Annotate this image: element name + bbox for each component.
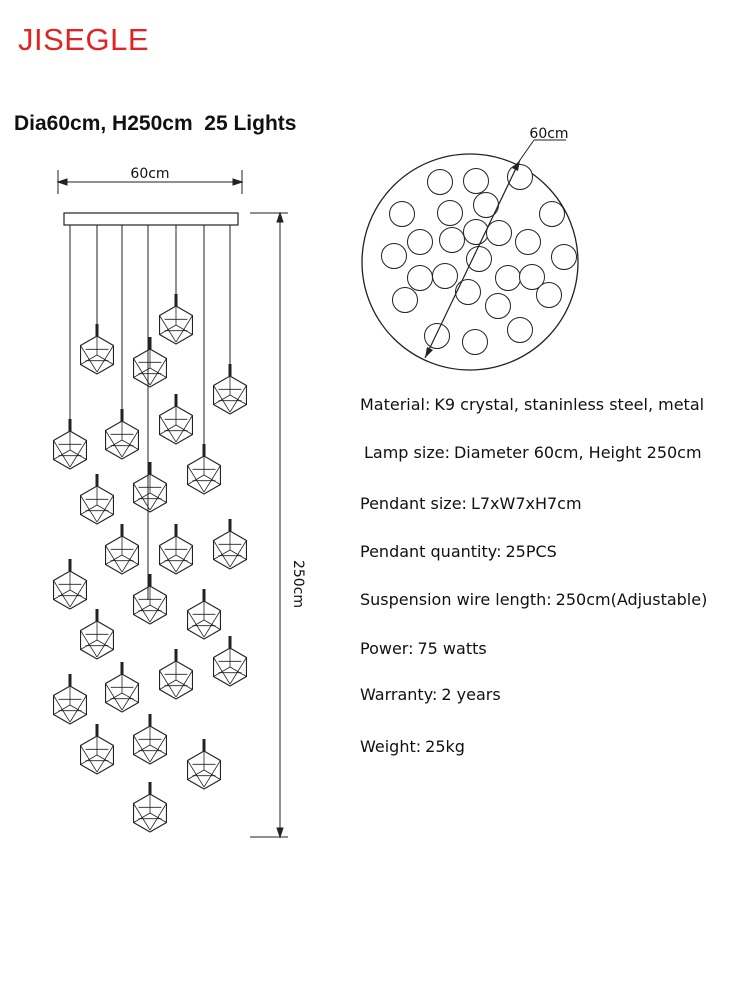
top-view-pendant	[507, 164, 533, 190]
width-label: 60cm	[130, 166, 169, 182]
top-view-pendant	[462, 329, 488, 355]
top-view-pendant	[407, 229, 433, 255]
spec-key: Warranty:	[360, 685, 438, 704]
top-view-pendant	[389, 201, 415, 227]
crystal-pendant	[132, 782, 168, 833]
spec-value: L7xW7xH7cm	[470, 494, 582, 513]
top-view-pendant	[455, 279, 481, 305]
crystal-pendant	[158, 394, 194, 445]
spec-value: 250cm(Adjustable)	[555, 590, 708, 609]
pendant-group	[52, 294, 248, 833]
crystal-pendant	[79, 724, 115, 775]
top-view-pendant	[519, 264, 545, 290]
height-label: 250cm	[290, 560, 306, 608]
spec-key: Suspension wire length:	[360, 590, 552, 609]
crystal-pendant	[132, 462, 168, 513]
top-view-pendant	[407, 265, 433, 291]
brand-logo: JISEGLE	[18, 22, 149, 57]
top-view-pendant	[437, 200, 463, 226]
top-view-pendant	[463, 168, 489, 194]
crystal-pendant	[212, 519, 248, 570]
product-title: Dia60cm, H250cm 25 Lights	[14, 112, 297, 135]
crystal-pendant	[132, 337, 168, 388]
spec-key: Weight:	[360, 737, 422, 756]
crystal-pendant	[212, 364, 248, 415]
spec-value: 25PCS	[505, 542, 557, 561]
top-view-pendant	[432, 263, 458, 289]
spec-key: Material:	[360, 395, 431, 414]
spec-key: Pendant size:	[360, 494, 467, 513]
top-view-pendant	[466, 246, 492, 272]
spec-value: K9 crystal, staninless steel, metal	[434, 395, 705, 414]
crystal-pendant	[158, 294, 194, 345]
top-view-pendant	[495, 265, 521, 291]
crystal-pendant	[52, 674, 88, 725]
diameter-line	[424, 159, 521, 359]
crystal-pendant	[79, 324, 115, 375]
top-view-pendant	[424, 323, 450, 349]
width-dimension	[56, 170, 244, 194]
top-view	[361, 139, 579, 371]
crystal-pendant	[104, 524, 140, 575]
diameter-arrow-bottom	[425, 347, 433, 358]
top-view-label: 60cm	[529, 126, 568, 142]
crystal-pendant	[186, 739, 222, 790]
spec-wire-length: Suspension wire length:250cm(Adjustable)	[360, 590, 707, 609]
top-view-pendant	[392, 287, 418, 313]
spec-value: 2 years	[441, 685, 501, 704]
spec-lamp-size: Lamp size:Diameter 60cm, Height 250cm	[364, 443, 702, 462]
top-view-pendant	[515, 229, 541, 255]
spec-material: Material:K9 crystal, staninless steel, m…	[360, 395, 704, 414]
spec-value: 25kg	[425, 737, 465, 756]
crystal-pendant	[104, 409, 140, 460]
spec-key: Power:	[360, 639, 414, 658]
spec-key: Lamp size:	[364, 443, 450, 462]
spec-power: Power:75 watts	[360, 639, 487, 658]
spec-value: Diameter 60cm, Height 250cm	[453, 443, 702, 462]
crystal-pendant	[104, 662, 140, 713]
top-view-pendant	[551, 244, 577, 270]
top-view-pendant	[463, 219, 489, 245]
crystal-pendant	[186, 589, 222, 640]
crystal-pendant	[79, 609, 115, 660]
suspension-wires	[69, 225, 231, 600]
spec-weight: Weight:25kg	[360, 737, 465, 756]
height-dimension	[250, 211, 288, 839]
crystal-pendant	[132, 574, 168, 625]
spec-value: 75 watts	[417, 639, 487, 658]
crystal-pendant	[52, 559, 88, 610]
top-view-pendant	[485, 293, 511, 319]
spec-pendant-quantity: Pendant quantity:25PCS	[360, 542, 557, 561]
crystal-pendant	[52, 419, 88, 470]
crystal-pendant	[132, 714, 168, 765]
crystal-pendant	[158, 649, 194, 700]
diameter-arrow-top	[512, 160, 520, 171]
crystal-pendant	[158, 524, 194, 575]
top-view-pendants	[381, 164, 577, 355]
top-view-pendant	[486, 220, 512, 246]
spec-key: Pendant quantity:	[360, 542, 502, 561]
crystal-pendant	[79, 474, 115, 525]
ceiling-canopy	[63, 212, 239, 226]
spec-warranty: Warranty:2 years	[360, 685, 501, 704]
top-view-pendant	[539, 201, 565, 227]
top-view-pendant	[439, 227, 465, 253]
top-view-pendant	[507, 317, 533, 343]
top-view-pendant	[381, 243, 407, 269]
crystal-pendant	[212, 636, 248, 687]
crystal-pendant	[186, 444, 222, 495]
diameter-leader	[519, 139, 535, 161]
spec-pendant-size: Pendant size:L7xW7xH7cm	[360, 494, 582, 513]
top-view-pendant	[536, 282, 562, 308]
top-view-pendant	[427, 169, 453, 195]
